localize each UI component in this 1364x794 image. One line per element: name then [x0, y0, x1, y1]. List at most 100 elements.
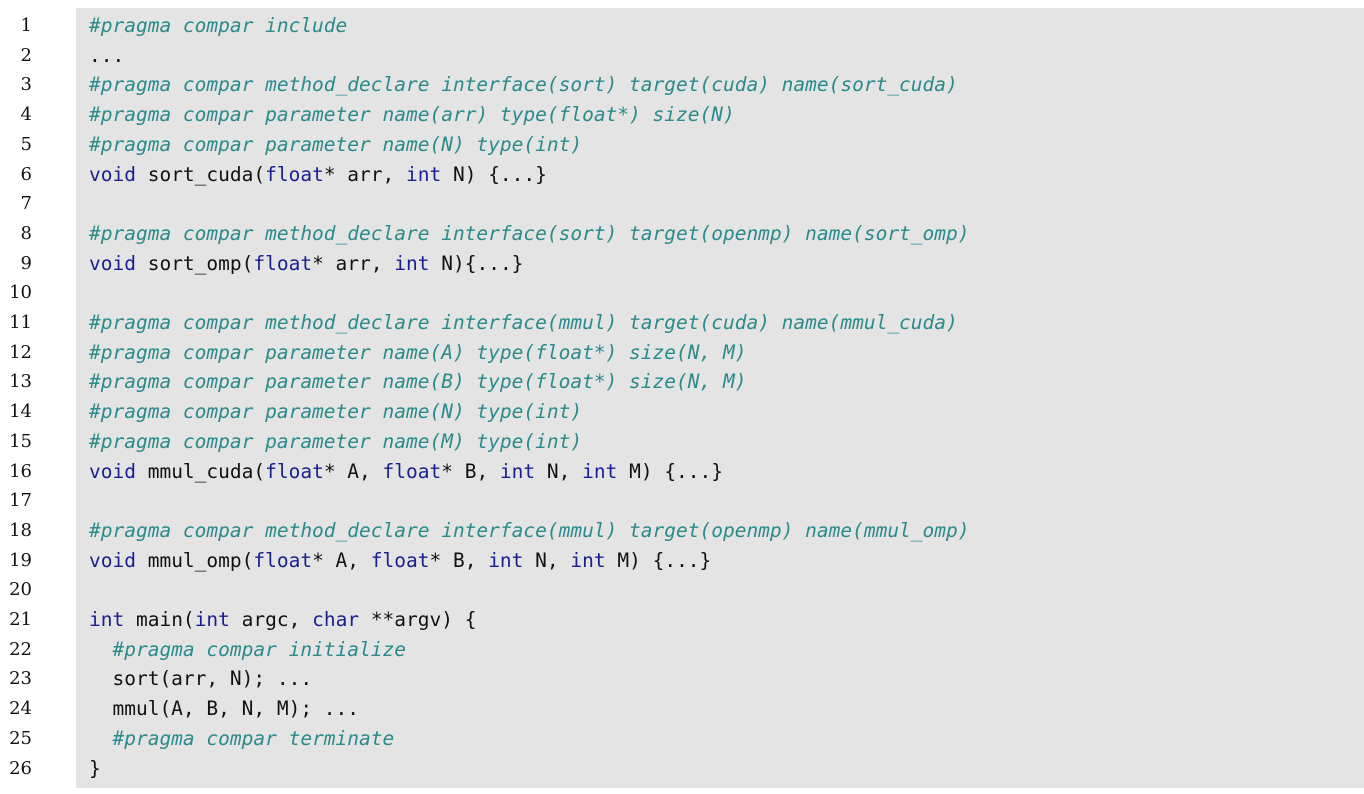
- code-keyword: void: [89, 162, 136, 186]
- code-text: }: [89, 756, 101, 780]
- line-code: void mmul_omp(float* A, float* B, int N,…: [89, 546, 711, 576]
- code-text: sort_omp(: [135, 251, 254, 275]
- pragma-directive: #pragma compar terminate: [112, 726, 395, 750]
- line-code: #pragma compar method_declare interface(…: [89, 308, 958, 338]
- code-line: 7: [0, 189, 1364, 219]
- line-code: }: [89, 754, 101, 784]
- line-code: void mmul_cuda(float* A, float* B, int N…: [89, 457, 723, 487]
- line-code: mmul(A, B, N, M); ...: [89, 694, 359, 724]
- line-code: ...: [89, 41, 124, 71]
- code-text: argc,: [229, 608, 313, 631]
- code-line: 20: [0, 575, 1364, 605]
- pragma-directive: #pragma compar parameter name(B) type(fl…: [89, 370, 747, 394]
- code-line: 2...: [0, 41, 1364, 71]
- line-number: 3: [20, 74, 32, 96]
- code-keyword: int: [406, 162, 442, 186]
- code-text: * A,: [312, 548, 371, 572]
- code-text: * A,: [323, 459, 383, 483]
- pragma-directive: #pragma compar method_declare interface(…: [89, 311, 958, 334]
- code-line: 1 #pragma compar include: [0, 11, 1364, 41]
- line-number: 4: [20, 104, 32, 126]
- line-code: #pragma compar initialize: [89, 635, 406, 665]
- line-number: 13: [9, 371, 32, 393]
- code-keyword: void: [89, 459, 136, 483]
- code-text: sort(arr, N); ...: [112, 667, 313, 691]
- code-text: M) {...}: [605, 548, 712, 572]
- code-line: 25 #pragma compar terminate: [0, 724, 1364, 754]
- code-line: 18 #pragma compar method_declare interfac…: [0, 516, 1364, 546]
- pragma-directive: #pragma compar parameter name(M) type(in…: [89, 429, 583, 453]
- code-line: 4 #pragma compar parameter name(arr) type…: [0, 100, 1364, 130]
- code-text: mmul_omp(: [135, 548, 254, 572]
- line-code: #pragma compar parameter name(arr) type(…: [89, 100, 735, 130]
- code-line: 9 void sort_omp(float* arr, int N){...}: [0, 249, 1364, 279]
- code-keyword: float: [265, 162, 324, 186]
- code-line: 15 #pragma compar parameter name(M) type(…: [0, 427, 1364, 457]
- code-line: 23 sort(arr, N); ...: [0, 664, 1364, 694]
- code-keyword: void: [89, 548, 136, 572]
- code-background: [76, 8, 1364, 788]
- line-number: 5: [20, 133, 32, 155]
- line-indent: [89, 697, 112, 720]
- line-code: #pragma compar parameter name(N) type(in…: [89, 397, 582, 427]
- line-number: 9: [20, 252, 32, 274]
- pragma-directive: #pragma compar method_declare interface(…: [89, 73, 958, 97]
- code-line: 16 void mmul_cuda(float* A, float* B, int…: [0, 457, 1364, 487]
- pragma-directive: #pragma compar method_declare interface(…: [89, 221, 970, 245]
- code-text: M) {...}: [617, 459, 724, 483]
- code-text: * arr,: [312, 251, 395, 275]
- code-keyword: int: [570, 548, 606, 572]
- code-line: 5 #pragma compar parameter name(N) type(i…: [0, 130, 1364, 160]
- line-code: #pragma compar terminate: [89, 724, 394, 754]
- line-number: 21: [9, 609, 32, 630]
- line-code: #pragma compar method_declare interface(…: [89, 70, 958, 100]
- line-number: 10: [9, 282, 32, 304]
- code-line: 22 #pragma compar initialize: [0, 635, 1364, 665]
- code-text: * B,: [429, 548, 489, 572]
- code-text: * arr,: [323, 162, 406, 186]
- line-number: 12: [9, 341, 32, 363]
- line-code: sort(arr, N); ...: [89, 664, 312, 694]
- code-line: 11 #pragma compar method_declare interfac…: [0, 308, 1364, 338]
- code-line: 3 #pragma compar method_declare interface…: [0, 70, 1364, 100]
- line-code: #pragma compar parameter name(A) type(fl…: [89, 338, 746, 368]
- pragma-directive: #pragma compar method_declare interface(…: [89, 518, 970, 542]
- code-listing: 1 #pragma compar include 2... 3 #pragma comp…: [0, 8, 1364, 788]
- code-text: ...: [89, 43, 125, 67]
- code-keyword: int: [582, 459, 618, 483]
- code-text: **argv) {: [359, 608, 477, 631]
- line-indent: [89, 667, 112, 690]
- code-keyword: float: [265, 459, 324, 483]
- code-line: 12 #pragma compar parameter name(A) type(…: [0, 338, 1364, 368]
- line-code: void sort_omp(float* arr, int N){...}: [89, 249, 523, 279]
- code-keyword: void: [89, 251, 136, 275]
- line-number: 17: [9, 490, 32, 512]
- line-number: 11: [9, 312, 32, 333]
- code-keyword: float: [253, 251, 313, 275]
- pragma-directive: #pragma compar include: [89, 14, 348, 37]
- line-code: #pragma compar parameter name(N) type(in…: [89, 130, 582, 160]
- code-line: 10: [0, 278, 1364, 308]
- code-line: 26}: [0, 754, 1364, 784]
- line-number: 1: [20, 15, 32, 36]
- code-line: 24 mmul(A, B, N, M); ...: [0, 694, 1364, 724]
- line-number: 25: [9, 727, 32, 749]
- pragma-directive: #pragma compar parameter name(arr) type(…: [89, 103, 735, 127]
- pragma-directive: #pragma compar parameter name(N) type(in…: [89, 400, 583, 424]
- code-text: sort_cuda(: [135, 162, 266, 186]
- code-keyword: int: [488, 548, 524, 572]
- line-number: 15: [9, 430, 32, 452]
- line-indent: [89, 727, 112, 750]
- code-line: 8#pragma compar method_declare interface…: [0, 219, 1364, 249]
- code-text: N,: [535, 459, 583, 483]
- line-number: 14: [9, 401, 32, 423]
- code-text: N){...}: [429, 251, 524, 275]
- code-keyword: int: [89, 608, 125, 631]
- line-number: 18: [9, 519, 32, 541]
- code-line: 14 #pragma compar parameter name(N) type(…: [0, 397, 1364, 427]
- line-number: 24: [9, 698, 32, 720]
- code-keyword: int: [499, 459, 536, 483]
- line-number: 16: [9, 460, 32, 482]
